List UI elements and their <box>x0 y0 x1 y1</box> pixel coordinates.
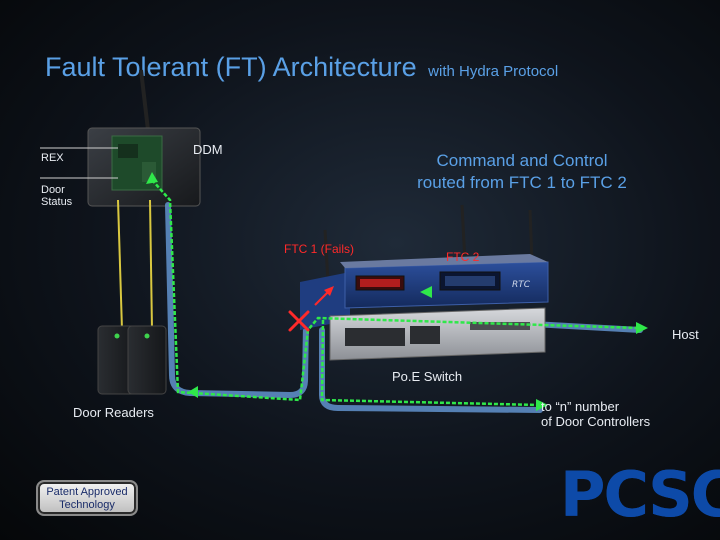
green-data-path <box>151 179 641 407</box>
poe-switch-device <box>329 307 546 361</box>
pcsc-logo: PCSC <box>560 458 720 531</box>
command-line1: Command and Control <box>436 151 608 170</box>
to-n-controllers-label: to “n” number of Door Controllers <box>541 399 650 429</box>
command-control-caption: Command and Control routed from FTC 1 to… <box>397 150 647 194</box>
ftc2-label: FTC 2 <box>446 250 480 264</box>
door-status-line1: Door <box>41 184 65 196</box>
reader-wires <box>117 199 153 331</box>
command-line2: routed from FTC 1 to FTC 2 <box>417 173 627 192</box>
ftc1-label: FTC 1 (Fails) <box>284 242 354 256</box>
poe-switch-label: Po.E Switch <box>392 369 463 384</box>
svg-text:RTC: RTC <box>512 280 531 290</box>
rex-label: REX <box>41 152 64 164</box>
patent-badge: Patent Approved Technology <box>36 480 138 516</box>
arrow-heads <box>146 172 648 411</box>
page-title: Fault Tolerant (FT) Architecture with Hy… <box>45 52 558 83</box>
badge-line1: Patent Approved <box>46 486 128 498</box>
title-subtitle: with Hydra Protocol <box>428 63 559 80</box>
door-status-label: Door Status <box>41 184 72 208</box>
failure-mark <box>288 286 334 332</box>
door-readers-label: Door Readers <box>73 405 154 420</box>
title-main: Fault Tolerant (FT) Architecture <box>45 52 417 82</box>
ddm-label: DDM <box>193 142 223 157</box>
to-n-line1: to “n” number <box>541 399 620 414</box>
door-status-line2: Status <box>41 196 73 208</box>
to-n-line2: of Door Controllers <box>541 414 651 429</box>
door-readers <box>97 325 167 395</box>
ddm-device <box>87 69 201 207</box>
badge-line2: Technology <box>59 499 115 511</box>
ftc2-device: RTC <box>340 204 549 309</box>
host-label: Host <box>672 327 699 342</box>
